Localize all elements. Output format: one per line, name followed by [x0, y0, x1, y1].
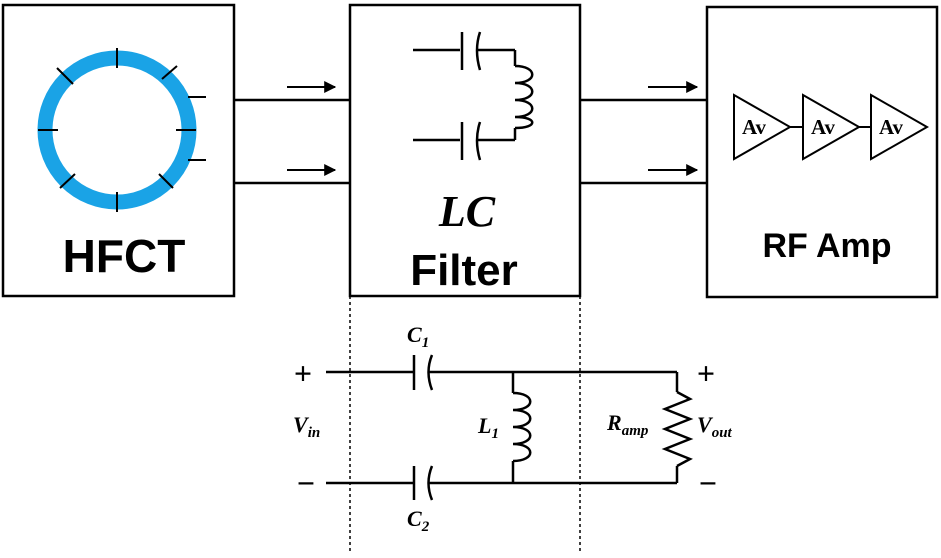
amplifier-gain-label: Av — [742, 115, 767, 139]
lc-filter-label: Filter — [410, 246, 518, 295]
filter-expansion-lines — [349, 296, 581, 553]
vout-plus-label: + — [697, 355, 715, 391]
hfct-ring-icon — [37, 50, 197, 210]
inductor-l1-symbol — [511, 372, 532, 483]
amplifier-stage: Av — [733, 93, 793, 161]
vout-label: Vout — [697, 412, 733, 441]
lc-filter-box — [348, 3, 582, 298]
capacitor-c2-label: C2 — [407, 506, 430, 535]
resistor-ramp-symbol — [661, 372, 694, 483]
rf-amp-block: Av Av Av RF Amp — [705, 5, 939, 299]
amplifier-gain-label: Av — [879, 115, 904, 139]
vin-minus-label: − — [297, 465, 315, 501]
lc-filter-label-italic: LC — [438, 187, 496, 236]
capacitor-c1-label: C1 — [407, 322, 429, 351]
inductor-l1-label: L1 — [477, 413, 499, 442]
amplifier-stage: Av — [870, 93, 930, 161]
amplifier-gain-label: Av — [811, 115, 836, 139]
amplifier-triangle-icon — [733, 93, 793, 161]
vin-label: Vin — [293, 412, 320, 441]
amplifier-stage: Av — [802, 93, 862, 161]
vin-plus-label: + — [294, 355, 312, 391]
filter-to-amp-wires — [580, 81, 707, 185]
amplifier-chain: Av Av Av — [733, 93, 930, 161]
rf-amp-label: RF Amp — [762, 227, 891, 265]
filter-schematic: + − + − C1 C2 L1 Vin Ramp Vout — [293, 322, 733, 535]
lc-filter-block: LC Filter — [348, 3, 582, 298]
hfct-box — [1, 3, 236, 298]
resistor-ramp-label: Ramp — [606, 410, 649, 439]
amplifier-triangle-icon — [870, 93, 930, 161]
lc-filter-icon — [413, 31, 534, 161]
vout-minus-label: − — [699, 465, 717, 501]
hfct-block: HFCT — [1, 3, 236, 298]
hfct-to-filter-wires — [234, 81, 350, 185]
hfct-winding-ticks — [38, 48, 206, 212]
amplifier-triangle-icon — [802, 93, 862, 161]
rf-amp-box — [705, 5, 939, 299]
hfct-label: HFCT — [63, 230, 186, 282]
